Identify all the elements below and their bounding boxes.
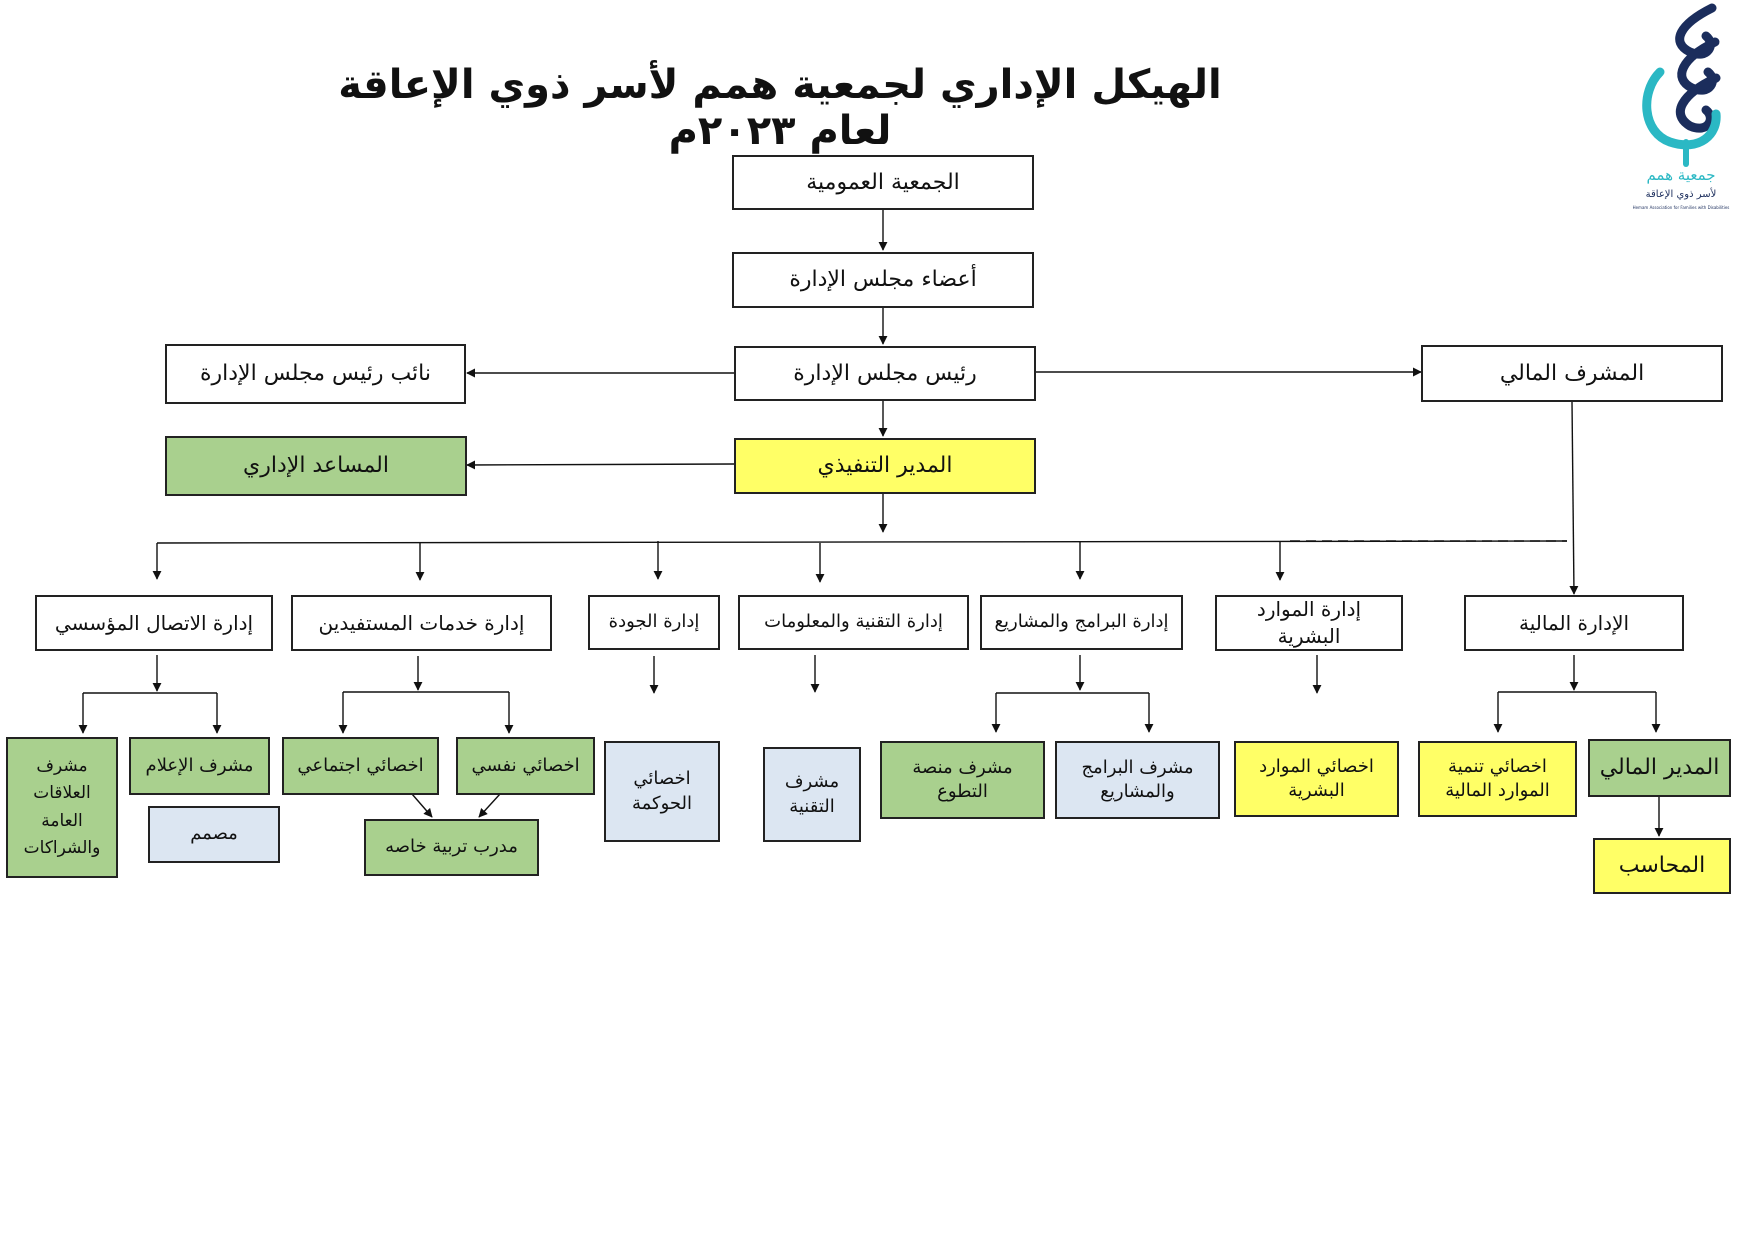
dept-beneficiaries-box: إدارة خدمات المستفيدين: [291, 595, 552, 651]
hr-specialist-box: اخصائي الموارد البشرية: [1234, 741, 1399, 817]
fin-dev-specialist-box: اخصائي تنمية الموارد المالية: [1418, 741, 1577, 817]
page-title: الهيكل الإداري لجمعية همم لأسر ذوي الإعا…: [338, 62, 1222, 154]
board-chair-box: رئيس مجلس الإدارة: [734, 346, 1036, 401]
volunteer-supervisor-box: مشرف منصة التطوع: [880, 741, 1045, 819]
logo-line-3: Hemam Association for Families with Disa…: [1633, 205, 1730, 210]
dept-hr-box: إدارة الموارد البشرية: [1215, 595, 1403, 651]
logo-line-1: جمعية همم: [1646, 166, 1715, 184]
psych-specialist-box: اخصائي نفسي: [456, 737, 595, 795]
dept-tech-box: إدارة التقنية والمعلومات: [738, 595, 969, 650]
dept-finance-box: الإدارة المالية: [1464, 595, 1684, 651]
special-ed-trainer-box: مدرب تربية خاصه: [364, 819, 539, 876]
media-supervisor-box: مشرف الإعلام: [129, 737, 270, 795]
accountant-box: المحاسب: [1593, 838, 1731, 894]
executive-director-box: المدير التنفيذي: [734, 438, 1036, 494]
financial-supervisor-box: المشرف المالي: [1421, 345, 1723, 402]
vice-chair-box: نائب رئيس مجلس الإدارة: [165, 344, 466, 404]
admin-assistant-box: المساعد الإداري: [165, 436, 467, 496]
tech-supervisor-box: مشرف التقنية: [763, 747, 861, 842]
board-members-box: أعضاء مجلس الإدارة: [732, 252, 1034, 308]
dept-comms-box: إدارة الاتصال المؤسسي: [35, 595, 273, 651]
general-assembly-box: الجمعية العمومية: [732, 155, 1034, 210]
governance-specialist-box: اخصائي الحوكمة: [604, 741, 720, 842]
social-specialist-box: اخصائي اجتماعي: [282, 737, 439, 795]
programs-supervisor-box: مشرف البرامج والمشاريع: [1055, 741, 1220, 819]
pr-supervisor-box: مشرف العلاقات العامة والشراكات: [6, 737, 118, 878]
financial-manager-box: المدير المالي: [1588, 739, 1731, 797]
hemam-logo-icon: جمعية همم لأسر ذوي الإعاقة Hemam Associa…: [1633, 3, 1730, 210]
designer-box: مصمم: [148, 806, 280, 863]
logo-line-2: لأسر ذوي الإعاقة: [1646, 187, 1717, 200]
dept-programs-box: إدارة البرامج والمشاريع: [980, 595, 1183, 650]
dept-quality-box: إدارة الجودة: [588, 595, 720, 650]
